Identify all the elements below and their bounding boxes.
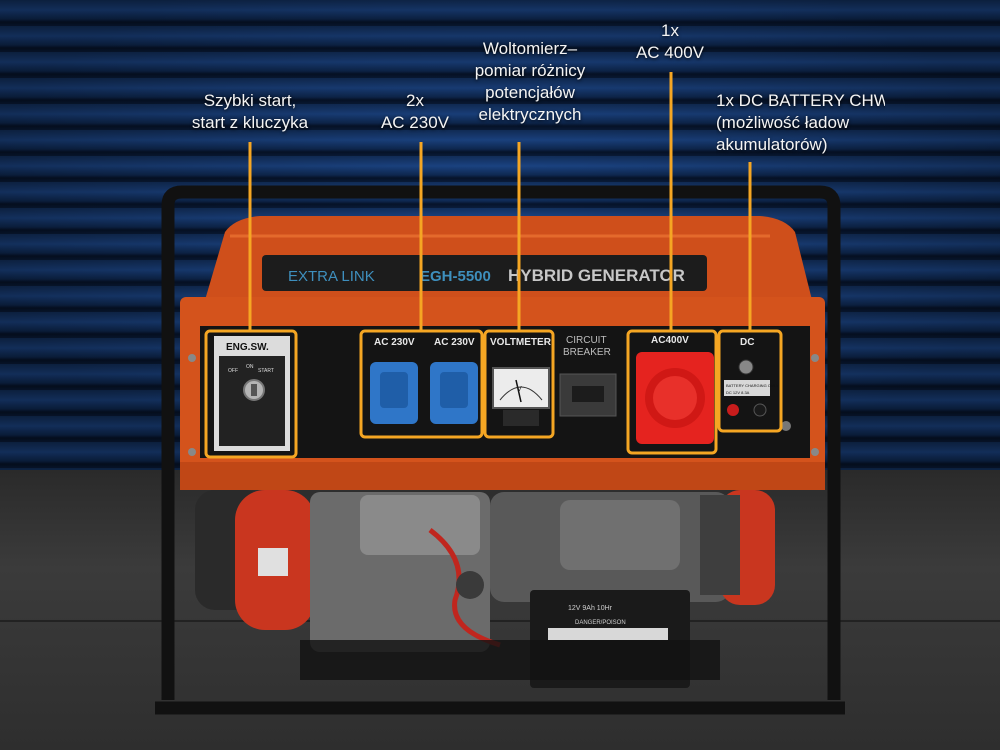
callout-ac400-line1: 1x xyxy=(661,21,679,40)
dc-fuse xyxy=(738,359,754,375)
dc-terminal-negative xyxy=(753,403,767,417)
tank-badge xyxy=(262,255,707,291)
highlight-overlays xyxy=(204,72,783,459)
on-label: ON xyxy=(246,364,254,370)
type-label: HYBRID GENERATOR xyxy=(508,266,685,285)
callout-ac400: 1x AC 400V xyxy=(620,20,720,64)
dc-terminal-positive xyxy=(727,404,739,416)
callout-voltmeter-line2: pomiar różnicy xyxy=(474,61,586,80)
ac230-right-label: AC 230V xyxy=(434,337,475,348)
callout-voltmeter-line4: elektrycznych xyxy=(478,105,582,124)
callout-quick-start: Szybki start, start z kluczyka xyxy=(170,90,330,134)
eng-switch-label: ENG.SW. xyxy=(226,342,269,353)
battery-label: 12V 9Ah 10Hr xyxy=(568,605,613,612)
callout-ac400-line2: AC 400V xyxy=(635,43,705,62)
brand-logo: EXTRA LINK xyxy=(288,268,375,285)
off-label: OFF xyxy=(228,368,238,374)
ac400-label: AC400V xyxy=(651,335,689,346)
dc-rating-label: DC 12V 8.3A xyxy=(726,390,750,395)
callout-dc-battery: 1x DC BATTERY CHW (możliwość ładow akumu… xyxy=(716,90,885,156)
engine-block xyxy=(195,490,775,652)
dc-label: DC xyxy=(740,337,754,348)
voltmeter-label: VOLTMETER xyxy=(490,337,552,348)
battery-charging-label: BATTERY CHARGING ONLY xyxy=(726,383,779,388)
callout-quick-start-line2: start z kluczyka xyxy=(191,113,309,132)
start-label: START xyxy=(258,368,274,374)
voltmeter-gauge xyxy=(492,367,550,409)
ac230-left-label: AC 230V xyxy=(374,337,415,348)
callout-ac230-line2: AC 230V xyxy=(380,113,450,132)
voltmeter-unit: V xyxy=(517,386,522,393)
callout-voltmeter: Woltomierz– pomiar różnicy potencjałów e… xyxy=(455,38,605,126)
generator-frame xyxy=(155,185,845,715)
callout-dc-line1: 1x DC BATTERY CHW xyxy=(716,91,885,110)
callout-voltmeter-line1: Woltomierz– xyxy=(482,39,578,58)
breaker-label-2: BREAKER xyxy=(563,347,611,358)
callout-ac230: 2x AC 230V xyxy=(365,90,465,134)
callout-dc-line2: (możliwość ładow xyxy=(716,113,850,132)
callout-voltmeter-line3: potencjałów xyxy=(485,83,575,102)
callout-ac230-line1: 2x xyxy=(406,91,424,110)
battery-warning: DANGER/POISON xyxy=(575,620,626,626)
callout-quick-start-line1: Szybki start, xyxy=(203,91,297,110)
model-label: EGH-5500 xyxy=(420,268,491,285)
breaker-label-1: CIRCUIT xyxy=(566,335,607,346)
callout-dc-line3: akumulatorów) xyxy=(716,135,828,154)
